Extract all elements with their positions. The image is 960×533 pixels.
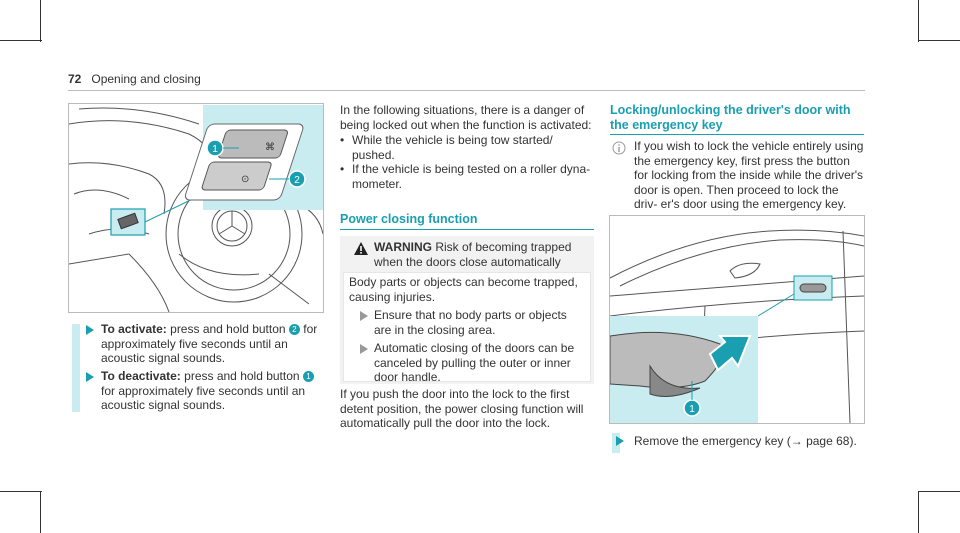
power-closing-button-figure: ⌘ ⊙ 1 2: [68, 103, 324, 313]
crop-mark: [918, 0, 919, 42]
warning-title: Risk of becoming trapped when the doors …: [374, 240, 572, 269]
svg-text:⌘: ⌘: [265, 142, 275, 153]
list-item: While the vehicle is being tow started/ …: [340, 133, 594, 162]
section-heading: Power closing function: [340, 212, 478, 226]
emergency-key-heading: Locking/unlocking the driver's door with…: [610, 103, 851, 132]
step-arrow-icon: [86, 325, 94, 335]
list-item: If the vehicle is being tested on a roll…: [340, 162, 594, 191]
deactivate-label: To deactivate:: [101, 369, 181, 383]
section-title: Opening and closing: [91, 72, 201, 86]
crop-mark: [40, 491, 41, 533]
activate-label: To activate:: [101, 322, 167, 336]
crop-mark: [0, 491, 42, 492]
step-arrow-icon: [360, 311, 368, 321]
svg-text:⊙: ⊙: [241, 174, 249, 185]
page-header: 72 Opening and closing: [68, 72, 201, 86]
crop-mark: [40, 0, 41, 42]
crop-mark: [918, 491, 919, 533]
warning-body: Body parts or objects can become trapped…: [343, 272, 591, 384]
figure-callout-1: 1: [212, 144, 218, 155]
deactivate-step: To deactivate: press and hold button 1 f…: [101, 369, 323, 413]
header-divider: [68, 90, 865, 91]
button-1-badge: 1: [302, 371, 314, 383]
warning-step: Ensure that no body parts or objects are…: [374, 308, 567, 337]
heading-underline: [340, 229, 594, 230]
warning-step: Automatic closing of the doors can be ca…: [374, 341, 575, 384]
emergency-key-figure: 1: [609, 215, 865, 424]
warning-box: WARNING Risk of becoming trapped when th…: [340, 236, 594, 384]
remove-key-text: Remove the emergency key: [634, 434, 784, 448]
step-highlight-bar: [72, 324, 80, 412]
crop-mark: [918, 491, 960, 492]
heading-underline: [610, 134, 864, 135]
activate-step: To activate: press and hold button 2 for…: [101, 322, 323, 366]
interior-illustration: ⌘ ⊙ 1 2: [69, 105, 323, 312]
remove-key-step: Remove the emergency key (→ page 68).: [634, 434, 864, 449]
info-paragraph: If you wish to lock the vehicle entirely…: [634, 139, 864, 211]
deactivate-text-end: for approximately five seconds until an …: [101, 383, 306, 413]
intro-paragraph: In the following situations, there is a …: [340, 103, 592, 132]
step-arrow-icon: [616, 436, 624, 446]
power-closing-paragraph: If you push the door into the lock to th…: [340, 387, 584, 430]
step-arrow-icon: [360, 344, 368, 354]
crop-mark: [918, 40, 960, 41]
warning-icon: [354, 242, 368, 255]
step-arrow-icon: [86, 372, 94, 382]
crop-mark: [0, 40, 42, 41]
page-number: 72: [68, 72, 82, 86]
figure-callout-2: 2: [294, 175, 300, 186]
warning-label: WARNING: [374, 240, 432, 254]
info-icon: [612, 141, 626, 155]
deactivate-text: press and hold button: [184, 369, 300, 383]
figure-callout-1: 1: [689, 404, 695, 415]
warning-text: Body parts or objects can become trapped…: [349, 275, 578, 304]
danger-situations-list: While the vehicle is being tow started/ …: [340, 133, 594, 191]
warning-header: WARNING Risk of becoming trapped when th…: [374, 240, 588, 269]
activate-text: press and hold button: [170, 322, 286, 336]
page-reference-link[interactable]: (→ page 68).: [786, 434, 857, 448]
door-illustration: 1: [610, 229, 864, 423]
button-2-badge: 2: [288, 324, 300, 336]
activate-text-end: for approximately five seconds until an …: [101, 322, 318, 365]
